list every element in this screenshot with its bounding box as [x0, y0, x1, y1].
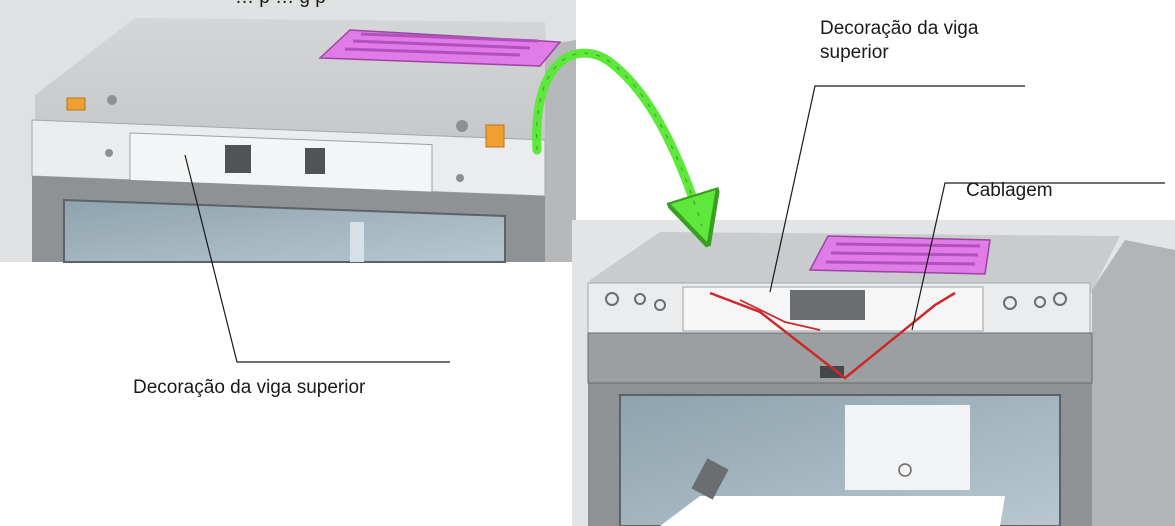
left-door-glass	[63, 198, 506, 263]
leader-line-right-decoration	[769, 85, 1025, 293]
left-vent-grille	[318, 29, 562, 67]
label-cabling: Cablagem	[966, 180, 1053, 201]
right-hinge	[691, 458, 729, 500]
right-beam-center-box	[790, 290, 865, 320]
leader-line-left-decoration	[184, 154, 450, 363]
right-shelf-white	[660, 496, 1005, 526]
label-upper-beam-decoration-left: Decoração da viga superior	[133, 377, 366, 398]
top-caption-fragment: … p … g p	[235, 0, 326, 10]
right-cabinet-photo	[572, 220, 1175, 526]
left-screw-4	[456, 174, 464, 182]
leader-line-cabling	[911, 182, 1165, 331]
left-glass-reflection	[350, 222, 364, 262]
cabling-wire	[709, 291, 956, 380]
left-orange-clip-1	[66, 97, 86, 111]
right-vent-grille	[808, 235, 991, 275]
left-screw-3	[105, 149, 113, 157]
right-glass-white-panel	[845, 405, 970, 490]
left-beam-slot-2	[305, 148, 325, 174]
leader-lines	[184, 85, 1165, 363]
left-screw-2	[456, 120, 468, 132]
right-beam-fittings	[605, 292, 1067, 311]
left-cabinet-side-wall	[545, 40, 576, 262]
left-cabinet-photo	[0, 0, 576, 263]
right-rail-connector	[820, 366, 844, 378]
left-orange-clip-2	[485, 124, 505, 148]
left-beam-slot-1	[225, 145, 251, 173]
left-screw-1	[107, 95, 117, 105]
label-upper-beam-decoration-right: Decoração da viga superior	[820, 18, 979, 63]
cabling-wire-branch	[739, 299, 821, 331]
right-cabinet-side-wall	[1092, 240, 1175, 526]
green-transition-arrow-inner	[536, 52, 703, 227]
right-glass-knob	[898, 463, 912, 477]
